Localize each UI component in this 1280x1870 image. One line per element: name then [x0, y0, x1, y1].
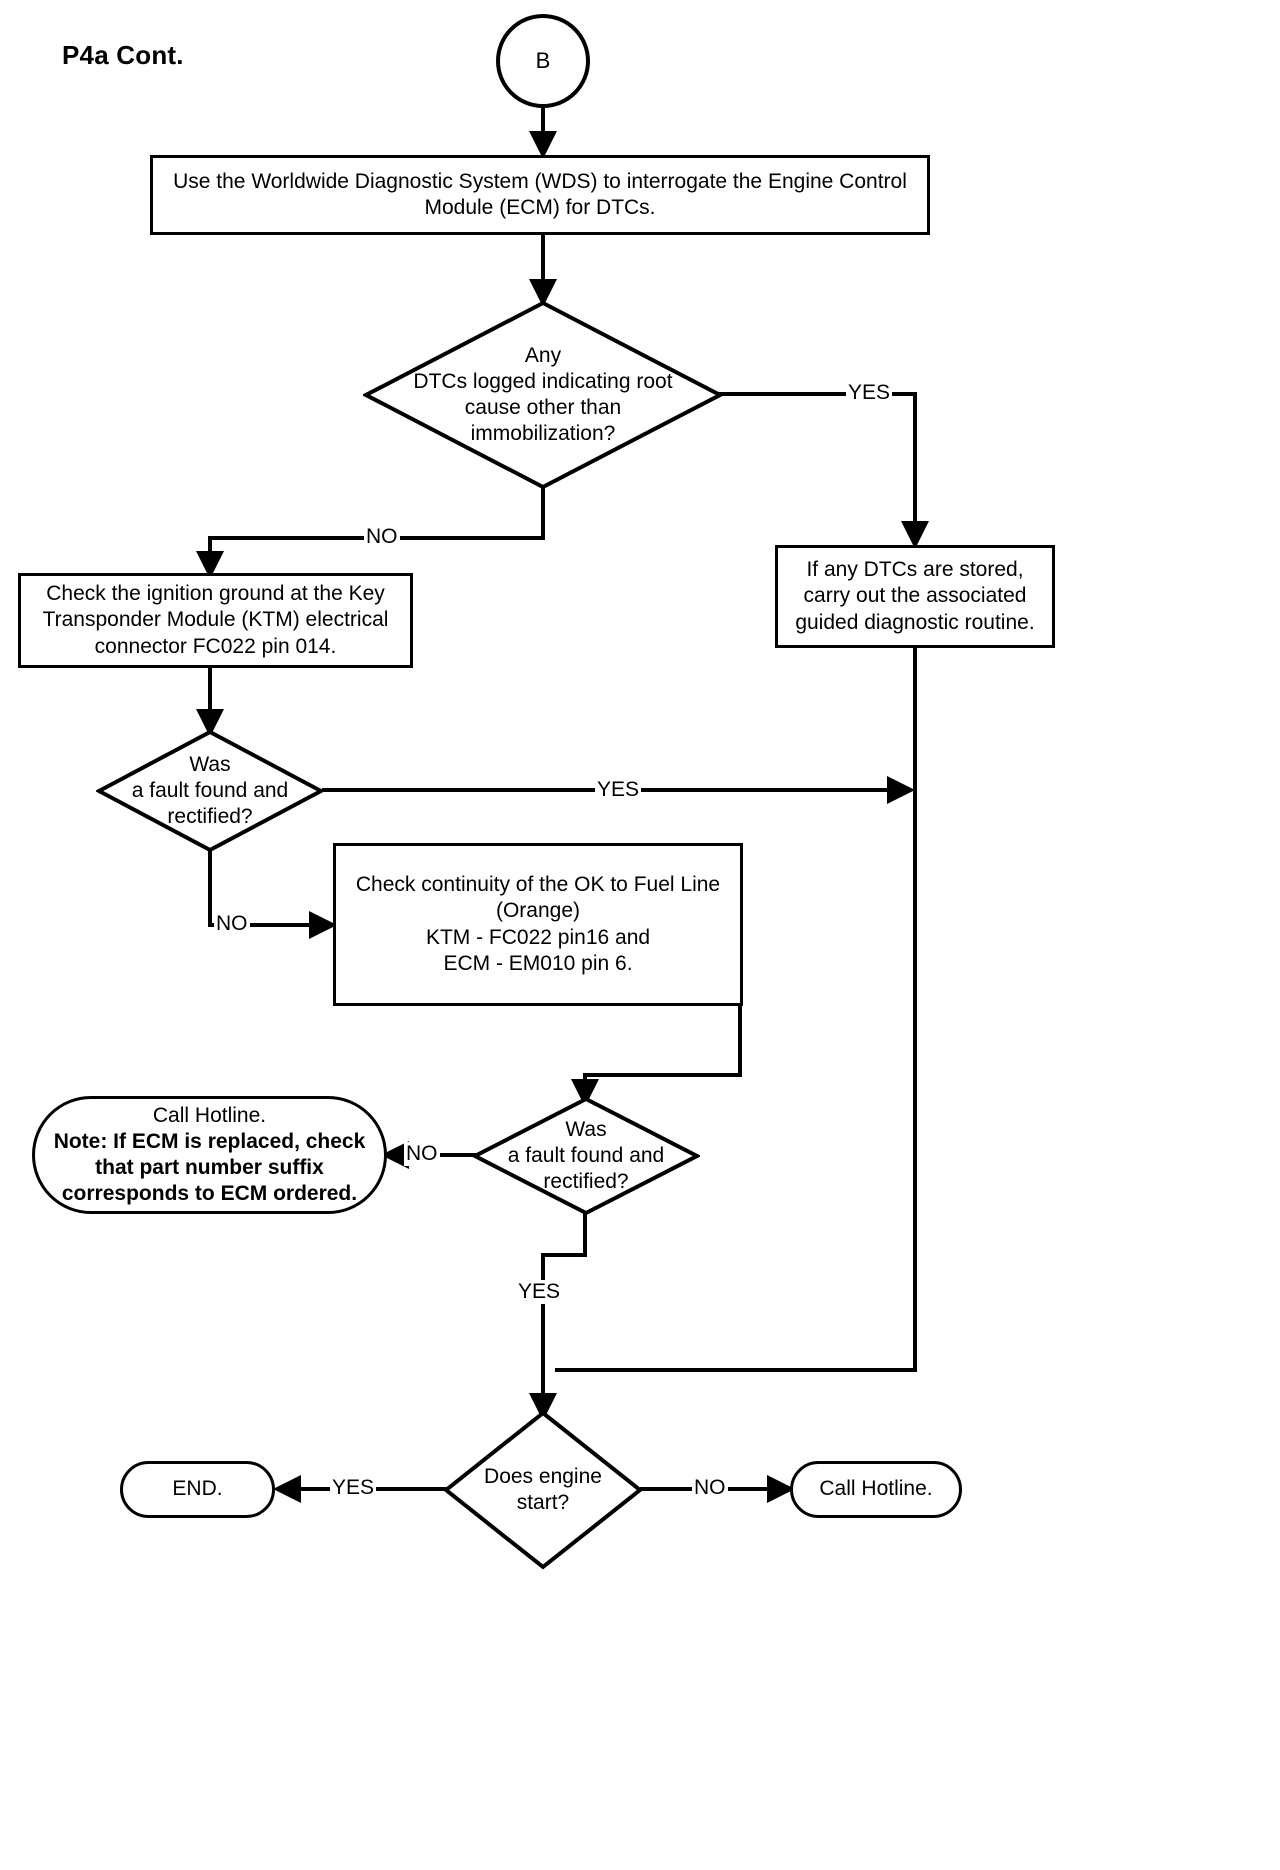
terminator-call-hotline-note-line2: Note: If ECM is replaced, check that par… — [53, 1129, 366, 1206]
edge-okfuel-to-decision3 — [571, 1005, 742, 1107]
edge-decision3-yes — [529, 1212, 587, 1421]
edge-label-no-dtc: NO — [364, 525, 400, 549]
edge-label-yes-fault2: YES — [516, 1280, 563, 1304]
decision-fault-found-1-label: Was a fault found and rectified? — [131, 752, 289, 829]
edge-label-yes-fault1: YES — [595, 778, 642, 802]
edge-label-yes-dtc: YES — [846, 381, 893, 405]
edge-dtcbox-down — [555, 648, 917, 1372]
edge-label-no-fault2: NO — [404, 1142, 440, 1166]
terminator-call-hotline: Call Hotline. — [790, 1461, 962, 1518]
decision-any-dtcs-logged-label: Any DTCs logged indicating root cause ot… — [413, 343, 673, 446]
page-title: P4a Cont. — [62, 40, 184, 70]
decision-does-engine-start: Does engine start? — [443, 1410, 643, 1570]
decision-does-engine-start-label: Does engine start? — [484, 1464, 602, 1514]
edge-decision1-yes — [705, 392, 929, 549]
process-box-dtcs-stored: If any DTCs are stored, carry out the as… — [775, 545, 1055, 648]
process-box-ktm-ignition-ground: Check the ignition ground at the Key Tra… — [18, 573, 413, 668]
edge-label-no-engine: NO — [692, 1476, 728, 1500]
decision-fault-found-2-label: Was a fault found and rectified? — [507, 1117, 665, 1194]
connector-circle-b: B — [496, 14, 590, 108]
decision-fault-found-1: Was a fault found and rectified? — [96, 729, 324, 853]
process-box-wds: Use the Worldwide Diagnostic System (WDS… — [150, 155, 930, 235]
decision-fault-found-2: Was a fault found and rectified? — [472, 1096, 700, 1216]
edge-label-yes-engine: YES — [330, 1476, 377, 1500]
edge-label-no-fault1: NO — [214, 912, 250, 936]
process-box-ok-to-fuel-continuity: Check continuity of the OK to Fuel Line … — [333, 843, 743, 1006]
terminator-end: END. — [120, 1461, 275, 1518]
terminator-call-hotline-note: Call Hotline. Note: If ECM is replaced, … — [32, 1096, 387, 1214]
decision-any-dtcs-logged: Any DTCs logged indicating root cause ot… — [363, 300, 723, 490]
terminator-call-hotline-note-line1: Call Hotline. — [152, 1103, 267, 1127]
